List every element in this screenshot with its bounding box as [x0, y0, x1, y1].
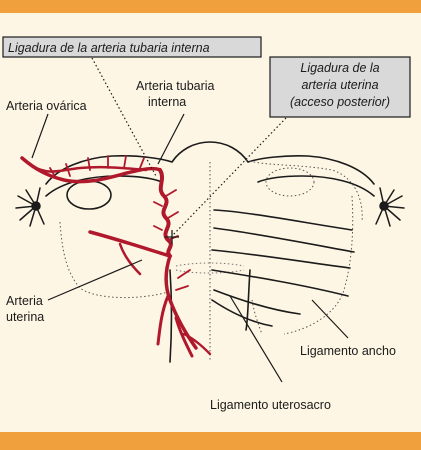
callout-uterina-line-2: arteria uterina	[301, 78, 378, 92]
label-arteria-ovarica: Arteria ovárica	[6, 99, 87, 113]
callout-uterina-line-3: (acceso posterior)	[290, 95, 390, 109]
callout-tubaria-ligature: Ligadura de la arteria tubaria interna	[2, 36, 262, 58]
callout-uterina-ligature: Ligadura de la arteria uterina (acceso p…	[269, 56, 411, 118]
label-arteria-tubaria-2: interna	[148, 95, 186, 109]
artery-network	[20, 155, 212, 358]
label-arteria-tubaria-1: Arteria tubaria	[136, 79, 215, 93]
leader-lines	[31, 57, 349, 383]
cervix-dotted	[175, 262, 245, 274]
ligature-mark	[165, 230, 179, 244]
label-arteria-uterina-1: Arteria	[6, 294, 43, 308]
uterus-outline	[45, 141, 375, 363]
callout-uterina-line-1: Ligadura de la	[300, 61, 379, 75]
callout-tubaria-text: Ligadura de la arteria tubaria interna	[8, 41, 210, 55]
bottom-band	[0, 432, 421, 450]
label-ligamento-ancho: Ligamento ancho	[300, 344, 396, 358]
right-fimbria-icon	[375, 187, 405, 227]
broad-ligament-folds	[211, 209, 355, 327]
label-ligamento-uterosacro: Ligamento uterosacro	[210, 398, 331, 412]
left-fimbria-icon	[15, 187, 45, 227]
label-arteria-uterina-2: uterina	[6, 310, 44, 324]
right-ovary	[265, 167, 315, 197]
left-ovary	[66, 180, 112, 210]
top-band	[0, 0, 421, 13]
